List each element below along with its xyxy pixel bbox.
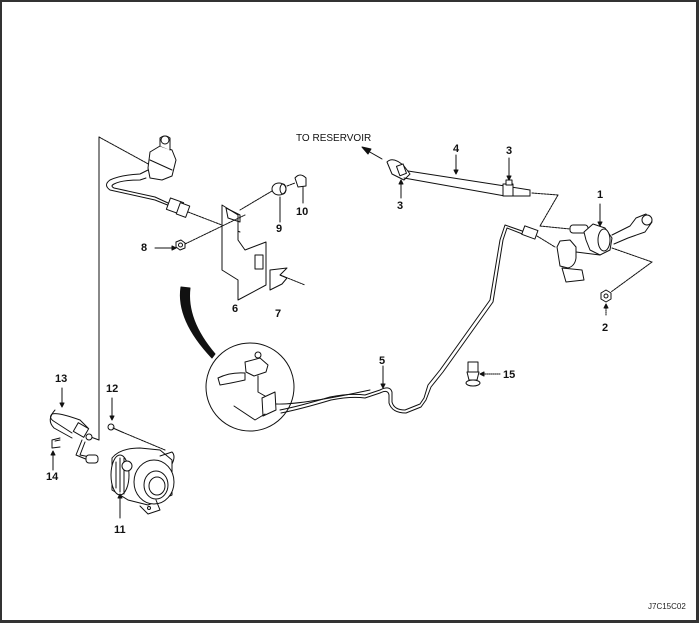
- reservoir-hose-4: [361, 146, 571, 230]
- callout-3-left: 3: [397, 200, 404, 212]
- callout-4: 4: [453, 143, 460, 155]
- callout-8: 8: [141, 242, 148, 254]
- grommet-9: [239, 182, 287, 223]
- cap-10: [286, 174, 307, 204]
- callout-12: 12: [106, 383, 119, 395]
- nut-2: [600, 289, 612, 317]
- callout-11: 11: [114, 524, 126, 536]
- callout-7: 7: [275, 308, 282, 320]
- clip-14: [50, 437, 61, 471]
- slave-cylinder-11: [110, 447, 175, 519]
- callout-15: 15: [503, 369, 516, 381]
- clip-7: [269, 267, 306, 291]
- to-reservoir-label: TO RESERVOIR: [296, 133, 372, 144]
- callout-5: 5: [379, 355, 386, 367]
- callout-2: 2: [602, 322, 609, 334]
- callout-1: 1: [597, 189, 604, 201]
- reference-code: J7C15C02: [648, 602, 686, 611]
- bolt-12: [107, 397, 166, 451]
- slave-hose-13: [49, 387, 99, 464]
- callout-10: 10: [296, 206, 309, 218]
- master-cylinder-1: [556, 203, 653, 293]
- clutch-pipe-5: [279, 224, 556, 414]
- callout-3-right: 3: [506, 145, 513, 157]
- callout-13: 13: [55, 373, 68, 385]
- callout-9: 9: [276, 223, 283, 235]
- left-assembly-leader: [87, 136, 153, 441]
- nut-8: [154, 214, 246, 251]
- callout-14: 14: [46, 471, 59, 483]
- callout-6: 6: [232, 303, 239, 315]
- bleeder-15: [465, 361, 501, 387]
- detail-circle: [205, 342, 371, 432]
- upper-hose-assembly: [106, 135, 241, 233]
- bracket-6: [221, 204, 267, 301]
- detail-arrow: [179, 286, 216, 359]
